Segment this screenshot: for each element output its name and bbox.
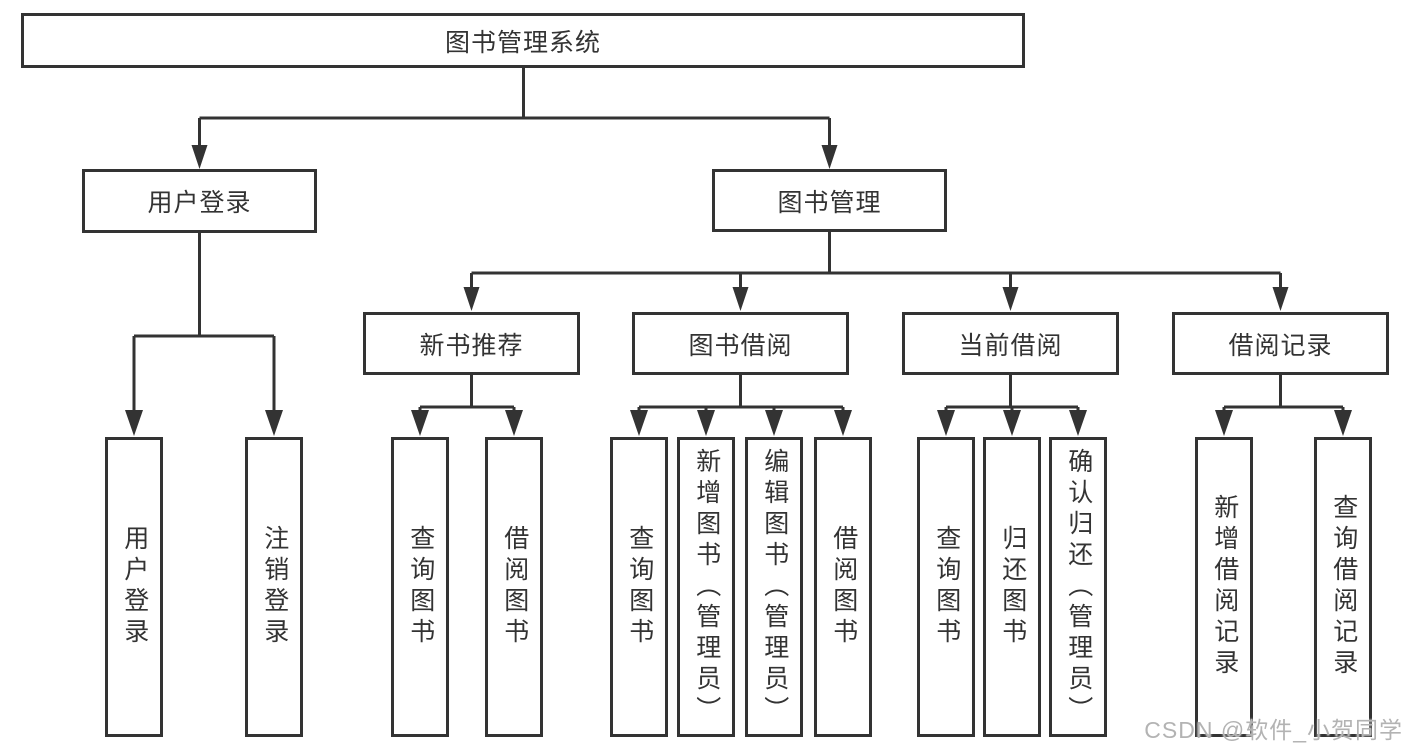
node-new-book-recommend: 新书推荐 (363, 312, 580, 375)
node-label: 新增图书（管理员） (692, 447, 721, 727)
node-label: 新书推荐 (419, 331, 524, 360)
arrow-down-icon (1334, 410, 1352, 436)
node-root-book-management-system: 图书管理系统 (21, 13, 1025, 68)
connector-root-to-level2 (191, 68, 838, 169)
arrow-down-icon (505, 410, 523, 436)
node-label: 归还图书 (998, 525, 1027, 649)
node-book-borrow: 图书借阅 (632, 312, 849, 375)
leaf-borrow-books: 借阅图书 (814, 437, 872, 737)
node-label: 查询借阅记录 (1329, 494, 1358, 680)
leaf-query-books: 查询图书 (610, 437, 668, 737)
arrow-down-icon (1003, 410, 1021, 436)
arrow-down-icon (834, 410, 852, 436)
connector-user-login-to-leaves (125, 233, 283, 436)
arrow-down-icon (463, 287, 480, 311)
node-label: 注销登录 (260, 525, 289, 649)
node-label: 查询图书 (625, 525, 654, 649)
leaf-logout: 注销登录 (245, 437, 303, 737)
arrow-down-icon (1215, 410, 1233, 436)
arrow-down-icon (630, 410, 648, 436)
leaf-query-books: 查询图书 (391, 437, 449, 737)
connector-new-book-recommend-to-leaves (411, 375, 523, 436)
node-current-borrow: 当前借阅 (902, 312, 1119, 375)
connector-current-borrow-to-leaves (937, 375, 1087, 436)
leaf-borrow-books: 借阅图书 (485, 437, 543, 737)
node-label: 图书管理 (777, 188, 882, 217)
leaf-query-books: 查询图书 (917, 437, 975, 737)
node-label: 图书借阅 (688, 331, 793, 360)
node-label: 当前借阅 (958, 331, 1063, 360)
leaf-query-borrow-record: 查询借阅记录 (1314, 437, 1372, 737)
node-borrow-records: 借阅记录 (1172, 312, 1389, 375)
arrow-down-icon (265, 410, 283, 436)
watermark: CSDN @软件_小贺同学 (1144, 717, 1403, 743)
connector-book-borrow-to-leaves (630, 375, 852, 436)
connector-book-management-to-level3 (463, 232, 1289, 311)
node-user-login: 用户登录 (82, 169, 317, 233)
node-label: 借阅记录 (1228, 331, 1333, 360)
arrow-down-icon (125, 410, 143, 436)
arrow-down-icon (1272, 287, 1289, 311)
leaf-add-borrow-record: 新增借阅记录 (1195, 437, 1253, 737)
leaf-confirm-return-admin: 确认归还（管理员） (1049, 437, 1107, 737)
arrow-down-icon (697, 410, 715, 436)
connector-borrow-records-to-leaves (1215, 375, 1352, 436)
leaf-edit-books-admin: 编辑图书（管理员） (745, 437, 803, 737)
leaf-return-books: 归还图书 (983, 437, 1041, 737)
arrow-down-icon (191, 145, 208, 169)
arrow-down-icon (732, 287, 749, 311)
node-label: 查询图书 (932, 525, 961, 649)
node-label: 借阅图书 (829, 525, 858, 649)
leaf-user-login: 用户登录 (105, 437, 163, 737)
arrow-down-icon (937, 410, 955, 436)
arrow-down-icon (821, 145, 838, 169)
node-book-management: 图书管理 (712, 169, 947, 232)
leaf-add-books-admin: 新增图书（管理员） (677, 437, 735, 737)
arrow-down-icon (1069, 410, 1087, 436)
node-label: 编辑图书（管理员） (760, 447, 789, 727)
arrow-down-icon (411, 410, 429, 436)
node-label: 用户登录 (147, 189, 252, 217)
arrow-down-icon (1002, 287, 1019, 311)
arrow-down-icon (765, 410, 783, 436)
node-label: 图书管理系统 (444, 28, 601, 57)
node-label: 用户登录 (120, 525, 149, 649)
node-label: 确认归还（管理员） (1064, 447, 1093, 727)
node-label: 借阅图书 (500, 525, 529, 649)
node-label: 查询图书 (406, 525, 435, 649)
node-label: 新增借阅记录 (1210, 494, 1239, 680)
